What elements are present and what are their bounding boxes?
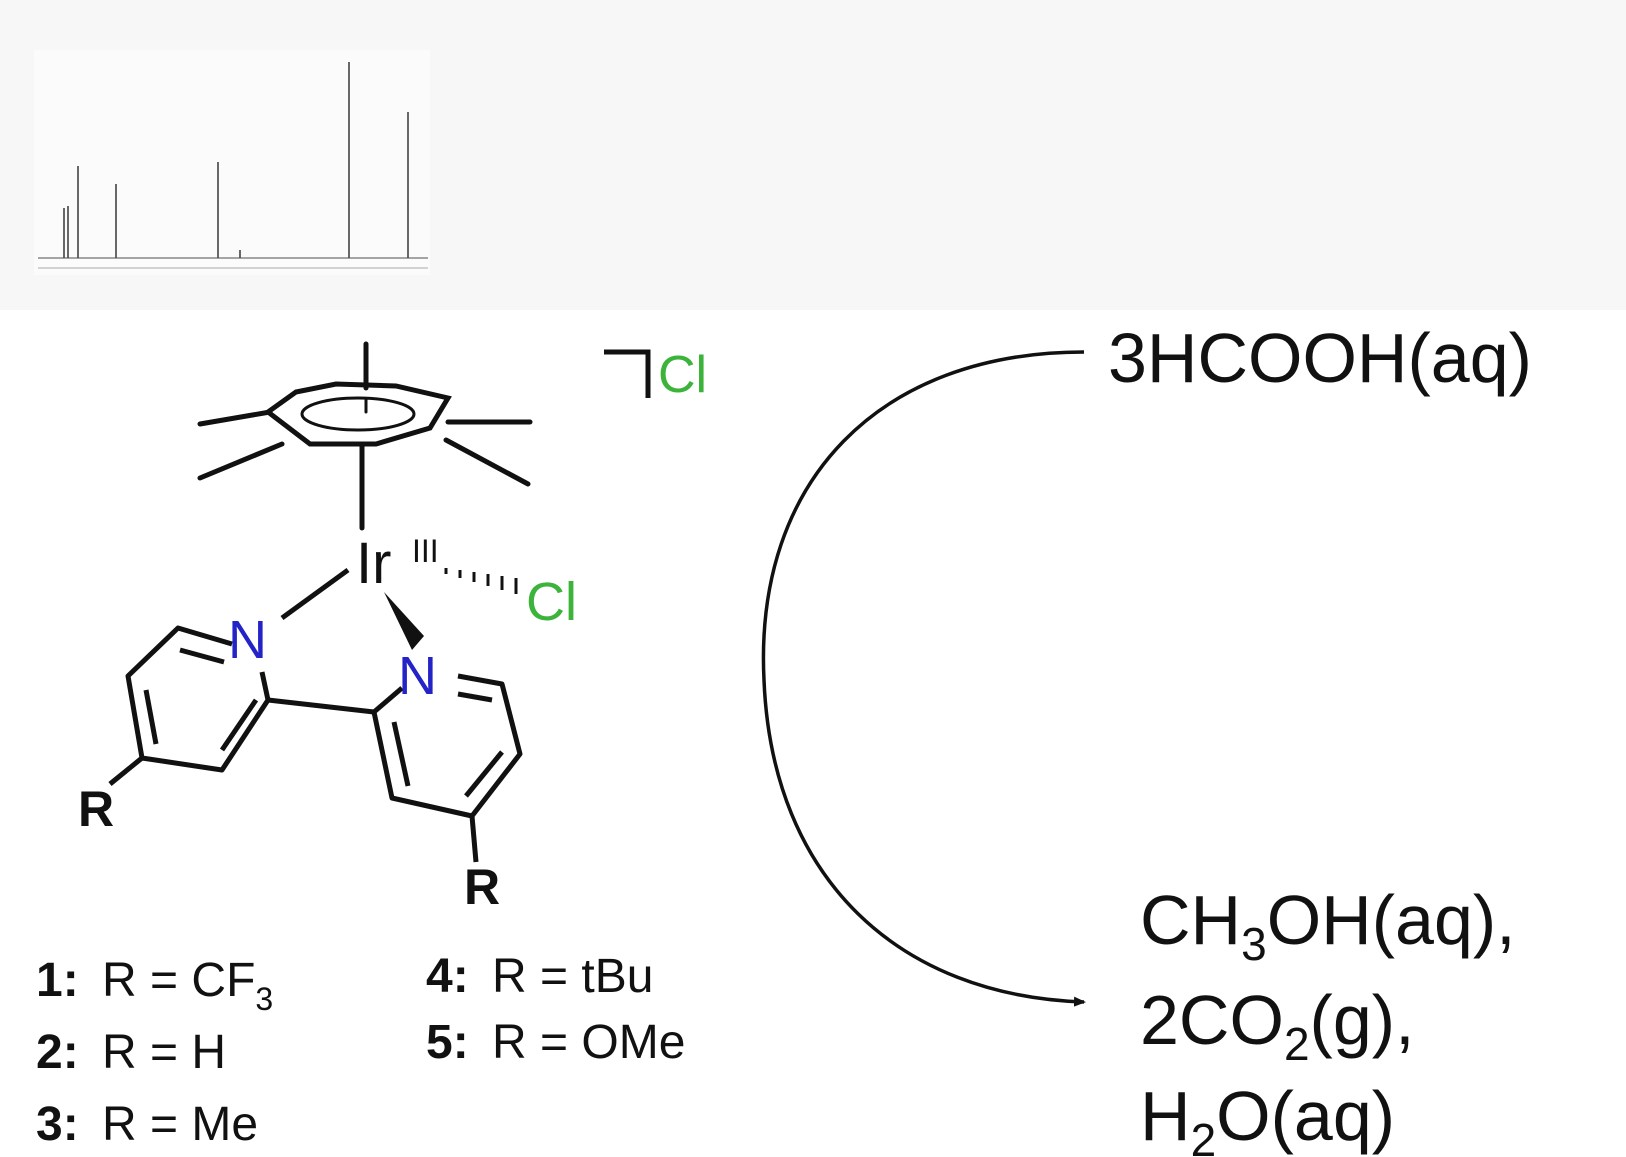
variant-3-text: R = Me xyxy=(102,1098,258,1151)
counterion: Cl xyxy=(604,346,707,404)
spectrum-peaks xyxy=(63,62,409,258)
variant-2-num: 2: xyxy=(36,1026,79,1079)
variant-4: 4: R = tBu xyxy=(426,950,653,1003)
variant-2-text: R = H xyxy=(102,1026,226,1079)
product-2: 2CO2(g), xyxy=(1140,981,1415,1070)
r-group-right: R xyxy=(464,859,500,915)
variant-list: 1: R = CF3 2: R = H 3: R = Me 4: R = tBu… xyxy=(36,950,685,1151)
variant-3: 3: R = Me xyxy=(36,1098,258,1151)
left-r-bond xyxy=(108,756,144,786)
nmr-spectrum-thumbnail xyxy=(0,0,1626,310)
variant-4-text: R = tBu xyxy=(492,950,653,1003)
hashed-bond xyxy=(444,568,518,594)
variant-1: 1: R = CF3 xyxy=(36,954,273,1017)
catalytic-arrow xyxy=(761,350,1086,1007)
iridium-label: Ir xyxy=(356,531,391,596)
iridium-center: Ir III Cl xyxy=(280,531,577,650)
variant-2: 2: R = H xyxy=(36,1026,226,1079)
bipyridine-ligand xyxy=(108,625,523,863)
reactant-label: 3HCOOH(aq) xyxy=(1108,319,1532,397)
counterion-cl: Cl xyxy=(658,346,707,404)
oxidation-state: III xyxy=(412,533,439,569)
variant-4-num: 4: xyxy=(426,950,469,1003)
variant-1-sub: 3 xyxy=(255,981,273,1017)
variant-5: 5: R = OMe xyxy=(426,1016,685,1069)
product-3: H2O(aq) xyxy=(1140,1077,1395,1157)
nitrogen-2: N xyxy=(398,646,437,706)
ligand-cl: Cl xyxy=(526,572,577,632)
variant-5-text: R = OMe xyxy=(492,1016,685,1069)
variant-3-num: 3: xyxy=(36,1098,79,1151)
variant-5-num: 5: xyxy=(426,1016,469,1069)
product-1: CH3OH(aq), xyxy=(1140,881,1516,970)
cp-star-ligand xyxy=(197,341,533,531)
r-group-left: R xyxy=(78,781,114,837)
right-r-bond xyxy=(469,815,479,863)
variant-1-num: 1: xyxy=(36,954,79,1007)
nitrogen-1: N xyxy=(228,610,267,670)
variant-1-text: R = CF xyxy=(102,954,255,1007)
ir-n2-wedge xyxy=(384,592,424,650)
ir-n1-bond xyxy=(280,567,350,621)
